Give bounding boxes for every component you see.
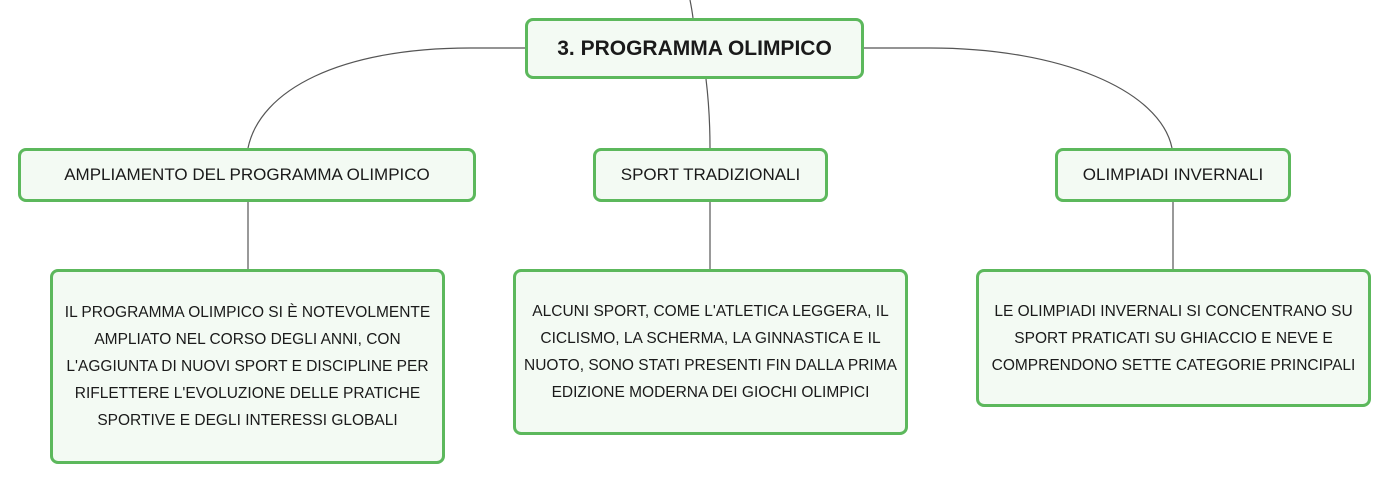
branch-topic-ampliamento[interactable]: AMPLIAMENTO DEL PROGRAMMA OLIMPICO (18, 148, 476, 202)
branch-topic-label: SPORT TRADIZIONALI (620, 165, 801, 184)
branch-topic-label: OLIMPIADI INVERNALI (1082, 165, 1264, 184)
detail-topic-olimpiadi-invernali[interactable]: LE OLIMPIADI INVERNALI SI CONCENTRANO SU… (976, 269, 1371, 407)
branch-topic-olimpiadi-invernali[interactable]: OLIMPIADI INVERNALI (1055, 148, 1291, 202)
root-topic-label: 3. PROGRAMMA OLIMPICO (557, 36, 832, 60)
branch-topic-label: AMPLIAMENTO DEL PROGRAMMA OLIMPICO (64, 165, 430, 184)
connector-root-to-branch-2 (705, 78, 711, 149)
detail-topic-sport-tradizionali[interactable]: ALCUNI SPORT, COME L'ATLETICA LEGGERA, I… (513, 269, 908, 435)
branch-topic-sport-tradizionali[interactable]: SPORT TRADIZIONALI (593, 148, 828, 202)
detail-topic-text: LE OLIMPIADI INVERNALI SI CONCENTRANO SU… (991, 302, 1356, 374)
root-topic[interactable]: 3. PROGRAMMA OLIMPICO (525, 18, 864, 79)
connector-parent-to-root (689, 0, 694, 19)
detail-topic-ampliamento[interactable]: IL PROGRAMMA OLIMPICO SI È NOTEVOLMENTE … (50, 269, 445, 464)
detail-topic-text: IL PROGRAMMA OLIMPICO SI È NOTEVOLMENTE … (64, 304, 431, 429)
connector-root-to-branch-1 (247, 47, 525, 149)
connector-root-to-branch-3 (864, 47, 1173, 149)
detail-topic-text: ALCUNI SPORT, COME L'ATLETICA LEGGERA, I… (524, 303, 897, 401)
